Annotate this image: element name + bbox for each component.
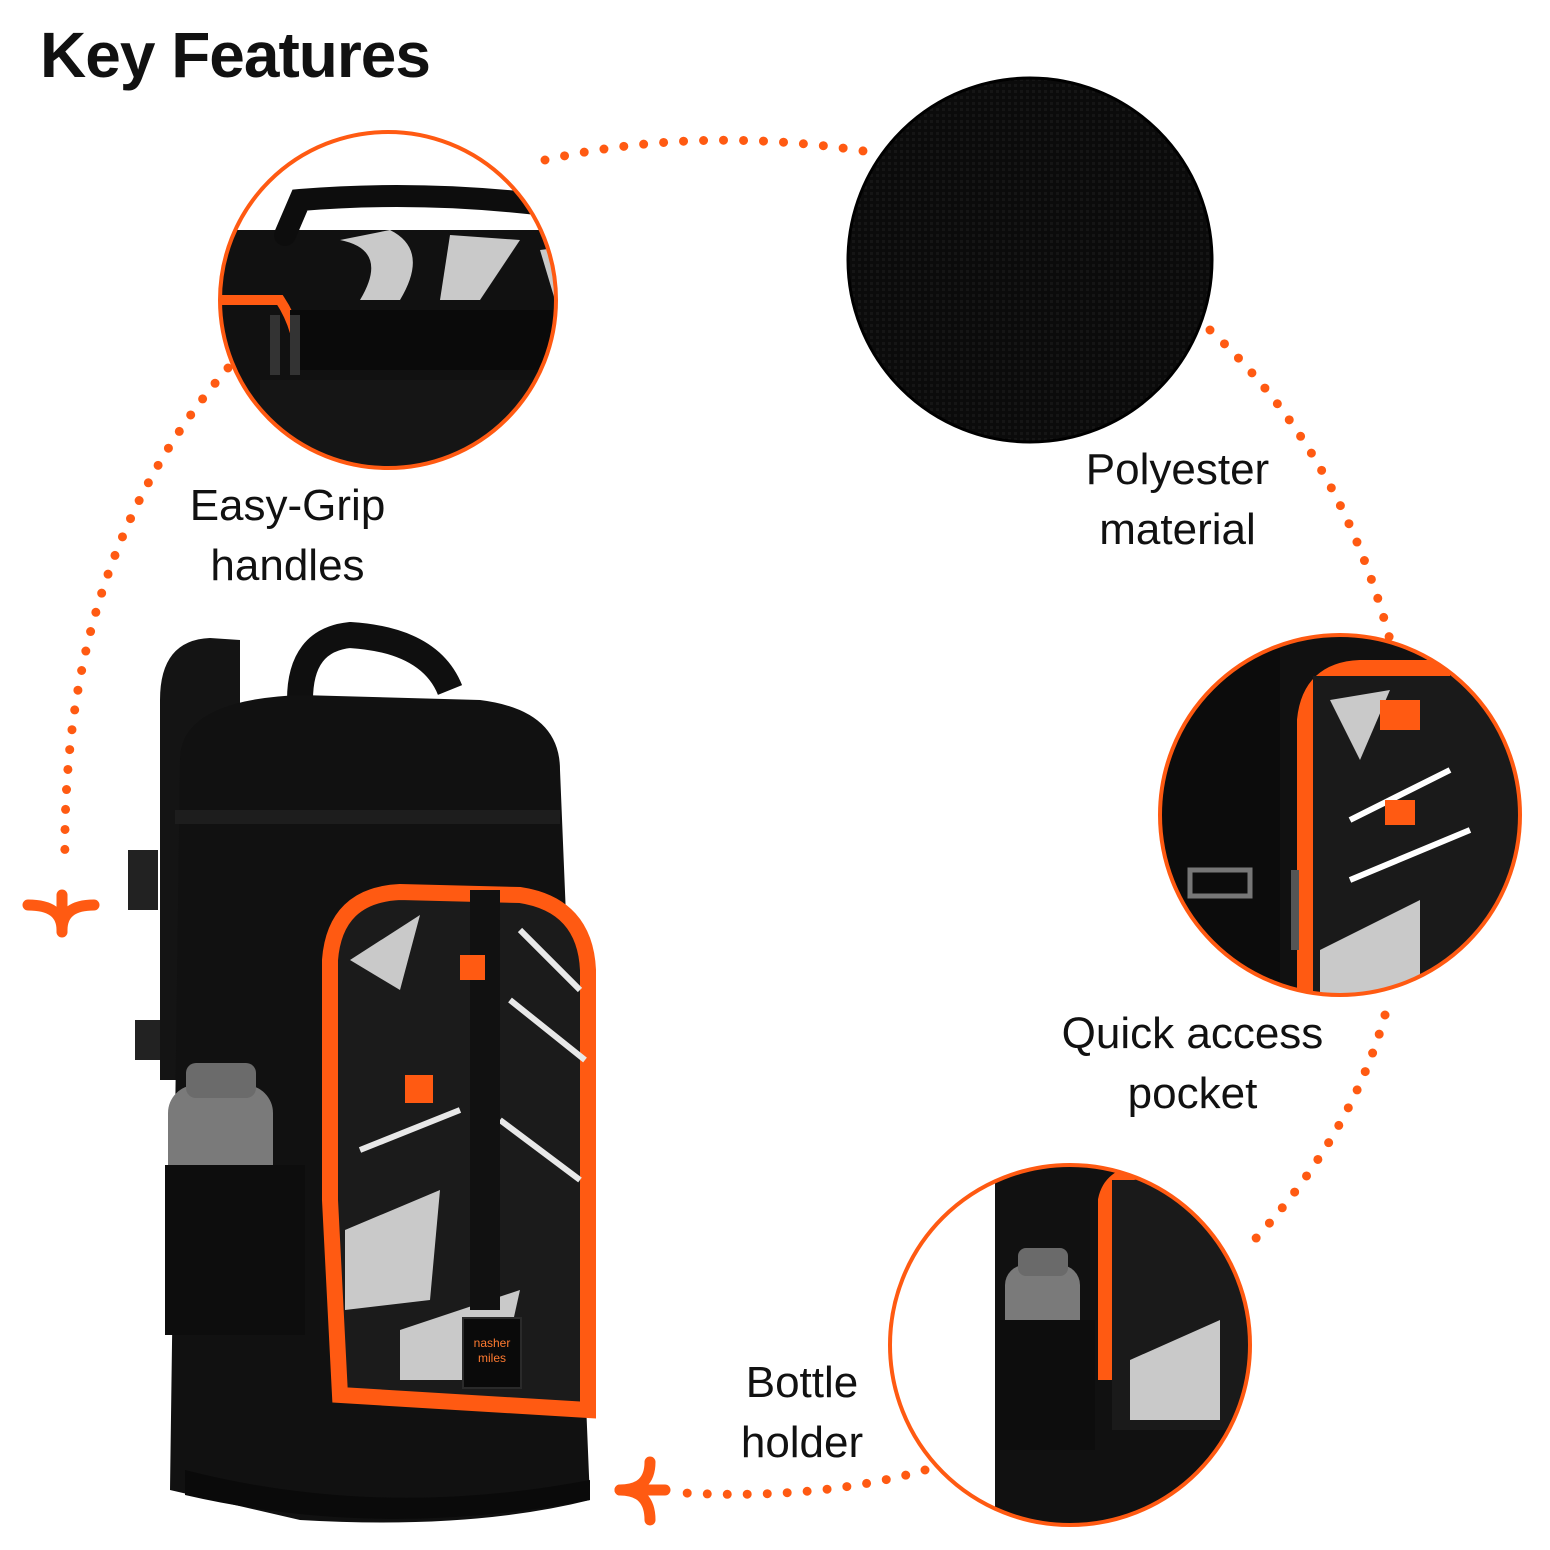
feature-label-material: Polyester material bbox=[1045, 440, 1310, 560]
backpack-image: nasher miles bbox=[128, 621, 596, 1523]
feature-label-line: holder bbox=[740, 1418, 864, 1467]
feature-label-line: pocket bbox=[1127, 1069, 1258, 1118]
feature-label-line: handles bbox=[210, 541, 365, 590]
pocket-closeup-image bbox=[1158, 633, 1522, 997]
polyester-fabric-image bbox=[846, 76, 1214, 444]
handle-closeup-image bbox=[218, 130, 558, 470]
connector-dots bbox=[60, 135, 1395, 1499]
page-title: Key Features bbox=[40, 19, 431, 91]
feature-label-line: Bottle bbox=[745, 1358, 859, 1407]
brand-logo-line1: nasher bbox=[474, 1336, 511, 1350]
arrow-down-icon bbox=[22, 889, 100, 938]
bottle-holder-closeup-image bbox=[888, 1163, 1252, 1527]
feature-label-line: Polyester bbox=[1085, 445, 1270, 494]
brand-logo-line2: miles bbox=[478, 1351, 506, 1365]
feature-label-handles: Easy-Grip handles bbox=[150, 476, 425, 596]
feature-label-bottle: Bottle holder bbox=[712, 1353, 892, 1473]
feature-label-pocket: Quick access pocket bbox=[1015, 1004, 1370, 1124]
feature-label-line: material bbox=[1099, 505, 1256, 554]
feature-label-line: Easy-Grip bbox=[189, 481, 386, 530]
feature-label-line: Quick access bbox=[1061, 1009, 1324, 1058]
arrow-left-icon bbox=[614, 1456, 671, 1526]
